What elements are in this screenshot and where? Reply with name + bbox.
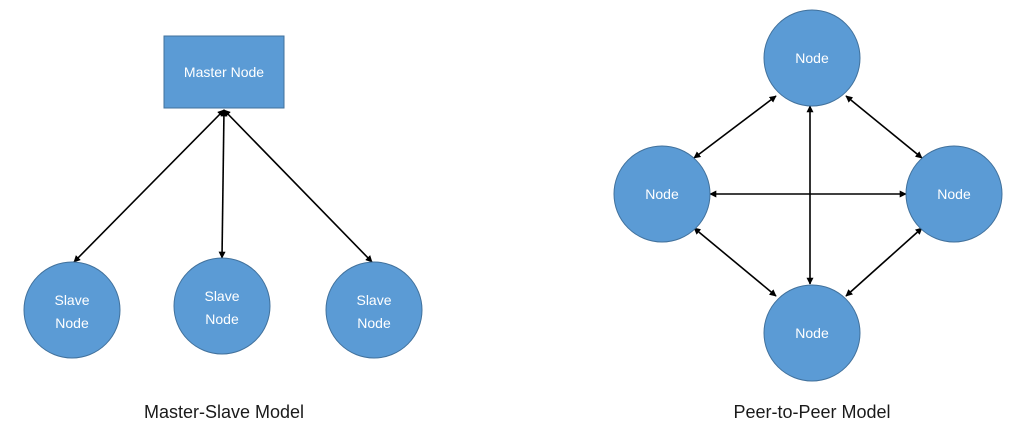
slave-node-2-label-line2: Node <box>205 311 239 327</box>
peer-to-peer-diagram: Node Node Node Node Peer-to-Peer Model <box>613 9 1003 422</box>
master-node <box>163 35 285 109</box>
edge-master-slave-2 <box>218 109 228 259</box>
edge-master-slave-3 <box>223 109 373 263</box>
edge-top-left <box>693 95 777 159</box>
peer-node-bottom-label: Node <box>795 325 829 341</box>
peer-node-right <box>905 145 1003 243</box>
peer-node-bottom <box>763 284 861 382</box>
slave-node-2 <box>173 257 271 355</box>
edge-master-slave-1 <box>73 109 225 263</box>
slave-node-1-label-line1: Slave <box>54 292 89 308</box>
peer-node-right-label: Node <box>937 186 971 202</box>
master-slave-caption: Master-Slave Model <box>144 402 304 422</box>
peer-node-top-label: Node <box>795 50 829 66</box>
edge-right-bottom <box>845 227 923 297</box>
edge-left-bottom <box>693 227 777 297</box>
slave-node-3-label-line2: Node <box>357 315 391 331</box>
peer-node-left-label: Node <box>645 186 679 202</box>
slave-node-1-label-line2: Node <box>55 315 89 331</box>
slave-node-3 <box>325 261 423 359</box>
peer-node-left <box>613 145 711 243</box>
master-node-label: Master Node <box>184 64 264 80</box>
slave-node-1 <box>23 261 121 359</box>
peer-node-top <box>763 9 861 107</box>
edge-top-right <box>845 95 923 159</box>
master-slave-diagram: Master Node Slave Node Slave Node Slave … <box>23 35 423 422</box>
slave-node-2-label-line1: Slave <box>204 288 239 304</box>
peer-to-peer-caption: Peer-to-Peer Model <box>733 402 890 422</box>
slave-node-3-label-line1: Slave <box>356 292 391 308</box>
